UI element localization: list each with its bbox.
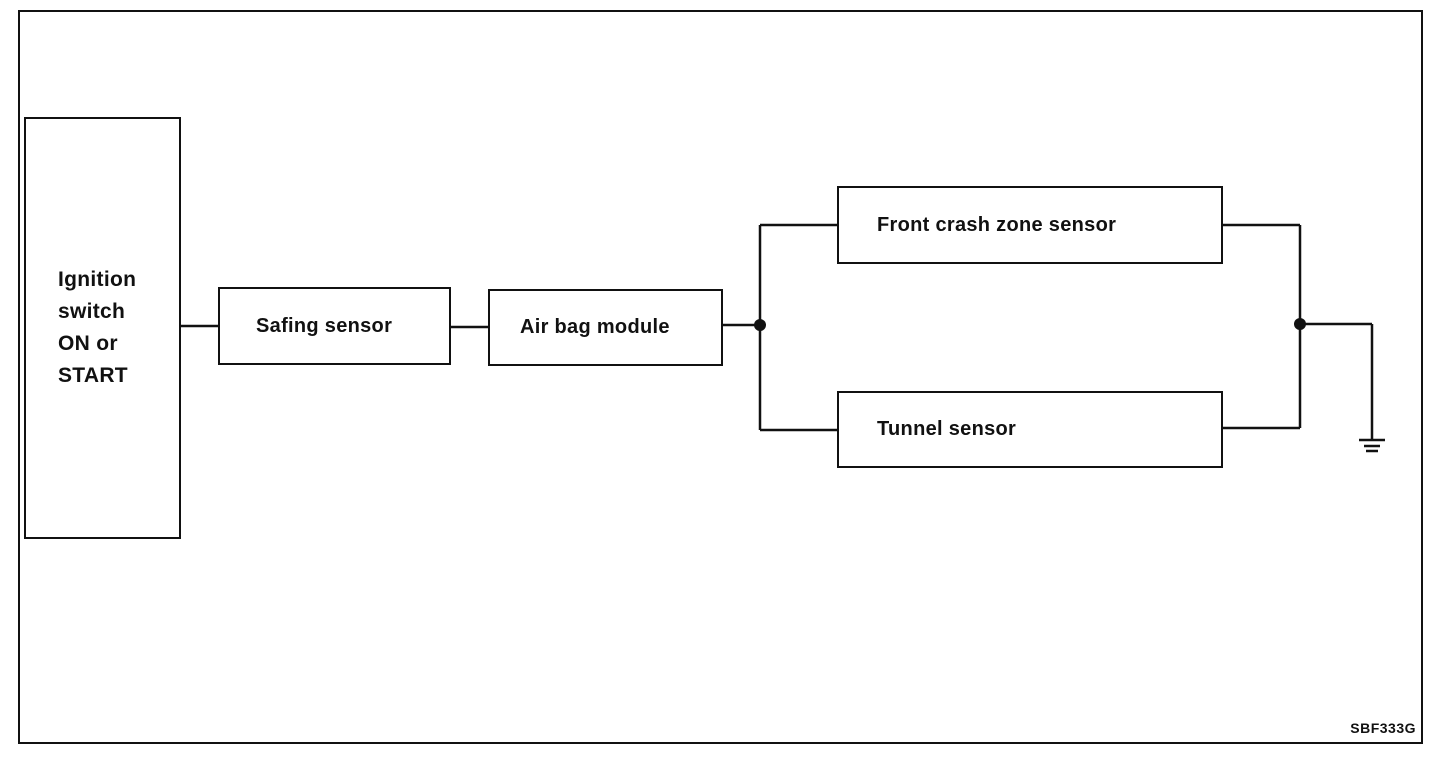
ignition-switch-label: Ignition switch ON or START <box>58 268 137 387</box>
ignition-switch-box: Ignition switch ON or START <box>24 117 181 539</box>
tunnel-sensor-label: Tunnel sensor <box>877 418 1017 440</box>
diagram-frame <box>18 10 1423 744</box>
tunnel-sensor-box: Tunnel sensor <box>837 391 1223 468</box>
air-bag-module-box: Air bag module <box>488 289 723 366</box>
figure-code: SBF333G <box>1350 720 1416 736</box>
ground-icon <box>1359 438 1385 453</box>
safing-sensor-box: Safing sensor <box>218 287 451 365</box>
junction-right <box>1294 318 1306 330</box>
junction-left <box>754 319 766 331</box>
safing-sensor-label: Safing sensor <box>256 314 393 337</box>
front-crash-zone-sensor-label: Front crash zone sensor <box>877 213 1117 236</box>
front-crash-zone-sensor-box: Front crash zone sensor <box>837 186 1223 264</box>
air-bag-module-label: Air bag module <box>520 316 670 338</box>
